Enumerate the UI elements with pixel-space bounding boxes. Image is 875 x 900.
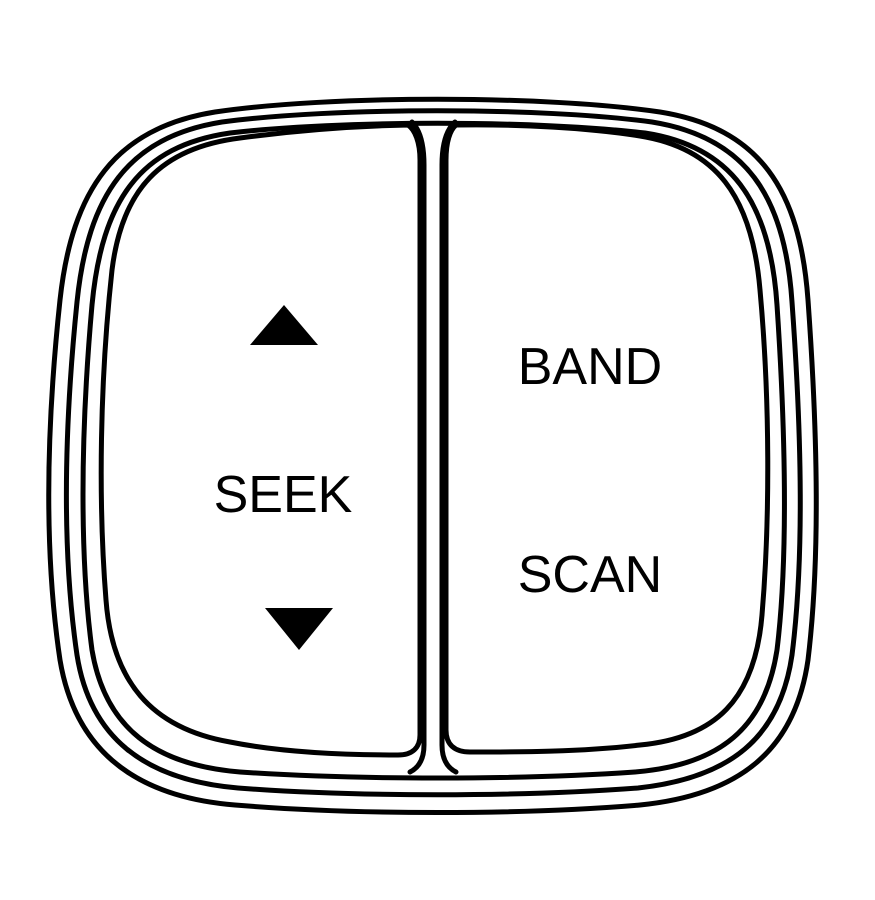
housing-outer-ring: [46, 96, 819, 815]
housing-inner-ring: [80, 120, 788, 781]
seek-label: SEEK: [214, 466, 353, 524]
band-scan-button-face[interactable]: [443, 122, 771, 755]
seek-button[interactable]: SEEK: [98, 122, 423, 758]
divider-right-edge: [439, 119, 459, 775]
center-divider: [407, 119, 459, 775]
seek-down-arrow-icon[interactable]: [265, 608, 333, 650]
seek-up-arrow-icon[interactable]: [250, 305, 318, 345]
scan-label: SCAN: [518, 546, 662, 604]
band-scan-button[interactable]: BAND SCAN: [443, 122, 771, 755]
control-housing: [46, 96, 819, 815]
seek-button-face[interactable]: [98, 122, 423, 758]
housing-middle-ring: [64, 108, 803, 798]
divider-left-edge: [407, 119, 427, 775]
band-label: BAND: [518, 338, 662, 396]
